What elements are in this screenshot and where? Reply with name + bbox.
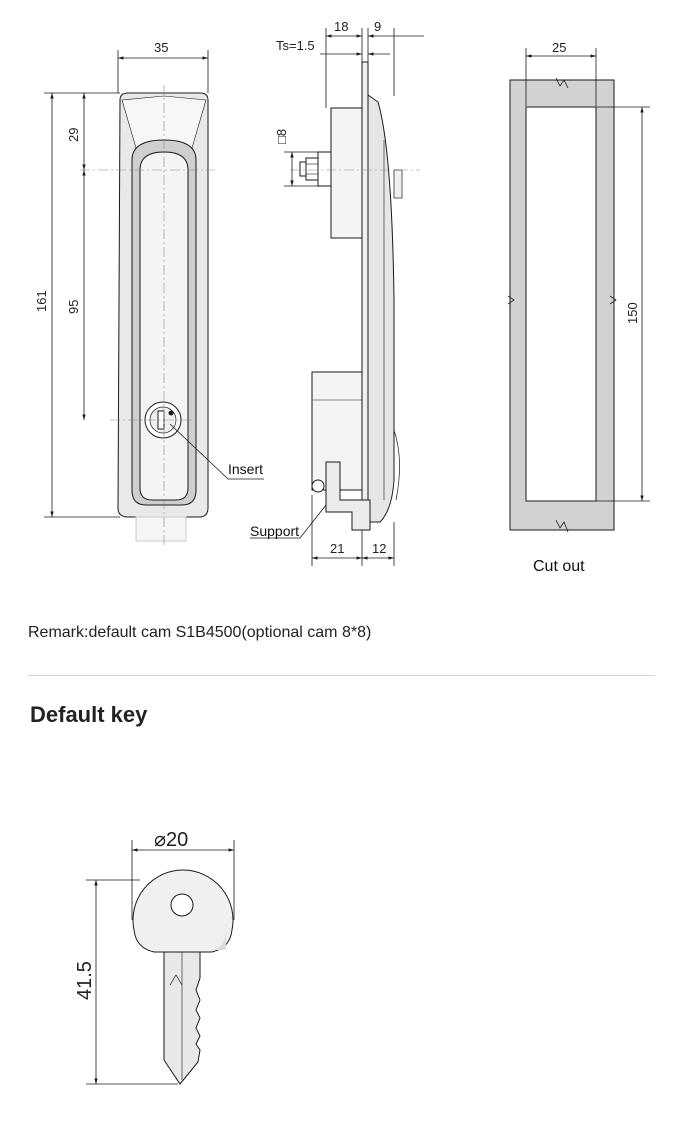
side-square-dim: □8 <box>274 129 289 144</box>
side-shaft <box>317 151 332 187</box>
side-view <box>250 61 420 539</box>
insert-leader <box>169 423 264 480</box>
side-support-bracket <box>325 461 371 531</box>
front-top-offset-dim: 29 <box>66 128 81 142</box>
cutout-view <box>507 77 617 533</box>
key-hole <box>170 893 194 917</box>
support-label: Support <box>250 523 299 539</box>
cutout-label: Cut out <box>533 558 585 575</box>
remark-text: Remark:default cam S1B4500(optional cam … <box>28 624 372 641</box>
key-drawing <box>132 869 234 1085</box>
side-bottom-right-dim: 12 <box>372 541 386 556</box>
front-total-height-dim: 161 <box>34 290 49 312</box>
side-top-right-dim: 9 <box>374 19 381 34</box>
side-plate <box>361 61 369 521</box>
front-support-tab <box>135 516 187 542</box>
insert-label: Insert <box>228 461 263 477</box>
cutout-opening <box>525 106 597 502</box>
key-diameter-dim: ⌀20 <box>154 829 188 851</box>
cutout-height-dim: 150 <box>625 302 640 324</box>
side-thickness-dim: Ts=1.5 <box>276 38 315 53</box>
key-length-dim: 41.5 <box>74 961 96 1000</box>
front-handle-length-dim: 95 <box>66 300 81 314</box>
support-leader <box>250 504 327 539</box>
cutout-width-dim: 25 <box>552 40 566 55</box>
side-top-left-dim: 18 <box>334 19 348 34</box>
front-width-dim: 35 <box>154 40 168 55</box>
default-key-title: Default key <box>30 702 148 727</box>
side-bezel <box>367 94 395 523</box>
side-bottom-left-dim: 21 <box>330 541 344 556</box>
side-upper-housing <box>330 107 363 239</box>
front-view <box>80 85 264 548</box>
section-divider <box>28 675 655 676</box>
